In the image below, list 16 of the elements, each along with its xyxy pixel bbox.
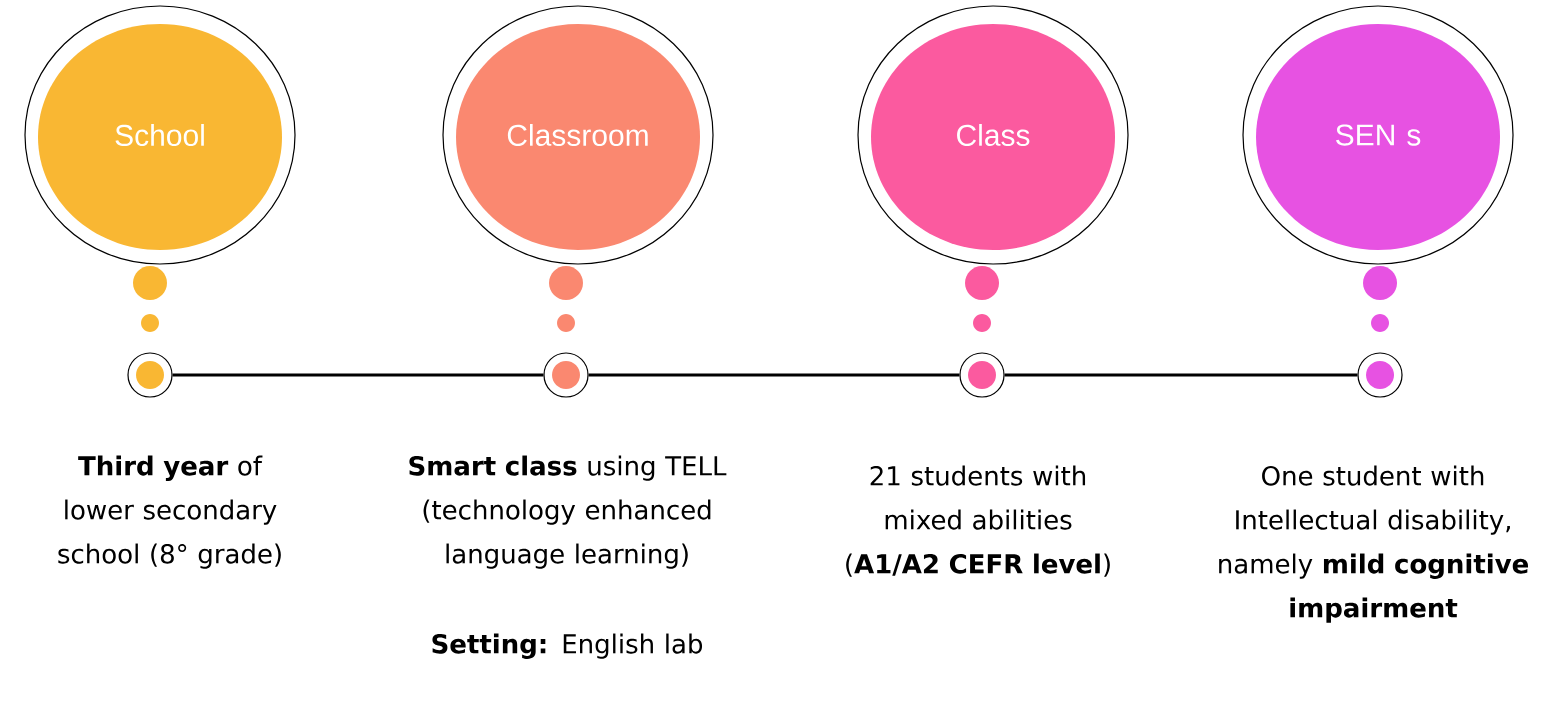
timeline-line xyxy=(172,373,544,377)
timeline-dot xyxy=(543,352,589,398)
circle-node: Classroom xyxy=(442,5,714,265)
description-text: One student with Intellectual disability, namely mild cognitive impairment xyxy=(1219,465,1528,623)
timeline-dot xyxy=(127,352,173,398)
description-text: 21 students with mixed abilities (A1/A2 CEFR level) xyxy=(846,465,1110,577)
timeline-line xyxy=(1004,373,1358,377)
circle-node: SEN s xyxy=(1242,5,1514,265)
timeline-dot xyxy=(1357,352,1403,398)
description-text: Setting: English lab xyxy=(432,633,703,659)
timeline-line xyxy=(588,373,960,377)
circle-node: School xyxy=(24,5,296,265)
circle-node: Class xyxy=(857,5,1129,265)
timeline-dot xyxy=(959,352,1005,398)
description-text: Third year of lower secondary school (8° grade) xyxy=(58,455,281,569)
description-text: Smart class using TELL (technology enhanced language learning) xyxy=(409,455,727,569)
